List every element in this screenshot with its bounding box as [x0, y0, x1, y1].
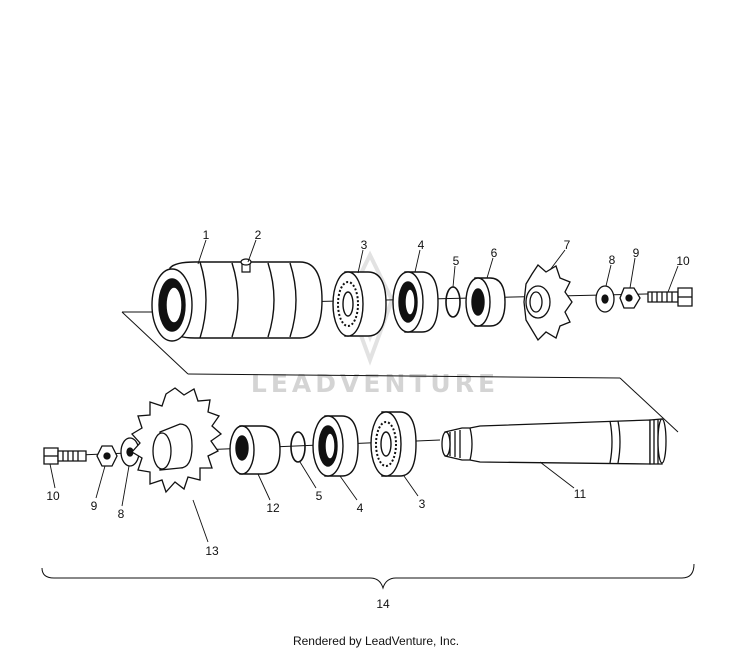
- label-part-4-bottom: 4: [357, 501, 364, 515]
- grease-fitting-part-2: [241, 259, 251, 272]
- label-part-14: 14: [376, 597, 390, 611]
- washer-part-8-top: [596, 286, 614, 312]
- bearing-part-3-bottom: [371, 412, 416, 476]
- label-part-11: 11: [574, 487, 587, 501]
- shaft-part-11: [442, 419, 666, 464]
- small-sprocket-part-7: [524, 265, 572, 340]
- label-part-8-bottom: 8: [118, 507, 125, 521]
- bolt-part-10-bottom: [44, 448, 86, 464]
- label-part-10-top: 10: [676, 254, 690, 268]
- label-part-8-top: 8: [609, 253, 616, 267]
- o-ring-part-5-top: [446, 287, 460, 317]
- washer-part-8-bottom: [121, 438, 139, 466]
- part-number-labels: 1 2 3 4 5 6 7 8 9 10 10 9 8 13 12 5 4 3 …: [46, 228, 690, 558]
- label-part-6: 6: [491, 246, 498, 260]
- spacer-part-12: [230, 426, 280, 474]
- bolt-part-10-top: [648, 288, 692, 306]
- label-part-3-top: 3: [361, 238, 368, 252]
- bearing-cup-part-4-top: [393, 272, 438, 332]
- label-part-7: 7: [564, 238, 571, 252]
- label-part-5-top: 5: [453, 254, 460, 268]
- label-part-3-bottom: 3: [419, 497, 426, 511]
- bearing-cup-part-4-bottom: [313, 416, 358, 476]
- leader-lines: [49, 239, 679, 543]
- roller-housing-part-1: [152, 262, 322, 341]
- label-part-10-bottom: 10: [46, 489, 60, 503]
- label-part-5-bottom: 5: [316, 489, 323, 503]
- label-part-4-top: 4: [418, 238, 425, 252]
- o-ring-part-5-bottom: [291, 432, 305, 462]
- lock-washer-part-9-top: [620, 288, 640, 308]
- label-part-9-top: 9: [633, 246, 640, 260]
- label-part-9-bottom: 9: [91, 499, 98, 513]
- label-part-12: 12: [266, 501, 280, 515]
- label-part-1: 1: [203, 228, 210, 242]
- label-part-13: 13: [205, 544, 219, 558]
- spacer-part-6: [466, 278, 505, 326]
- large-sprocket-part-13: [132, 388, 221, 492]
- bearing-part-3-top: [333, 272, 386, 336]
- assembly-brace: [41, 563, 695, 590]
- label-part-2: 2: [255, 228, 262, 242]
- watermark-text: LEADVENTURE: [251, 369, 499, 398]
- lock-washer-part-9-bottom: [97, 446, 117, 466]
- footer-credit: Rendered by LeadVenture, Inc.: [293, 634, 459, 648]
